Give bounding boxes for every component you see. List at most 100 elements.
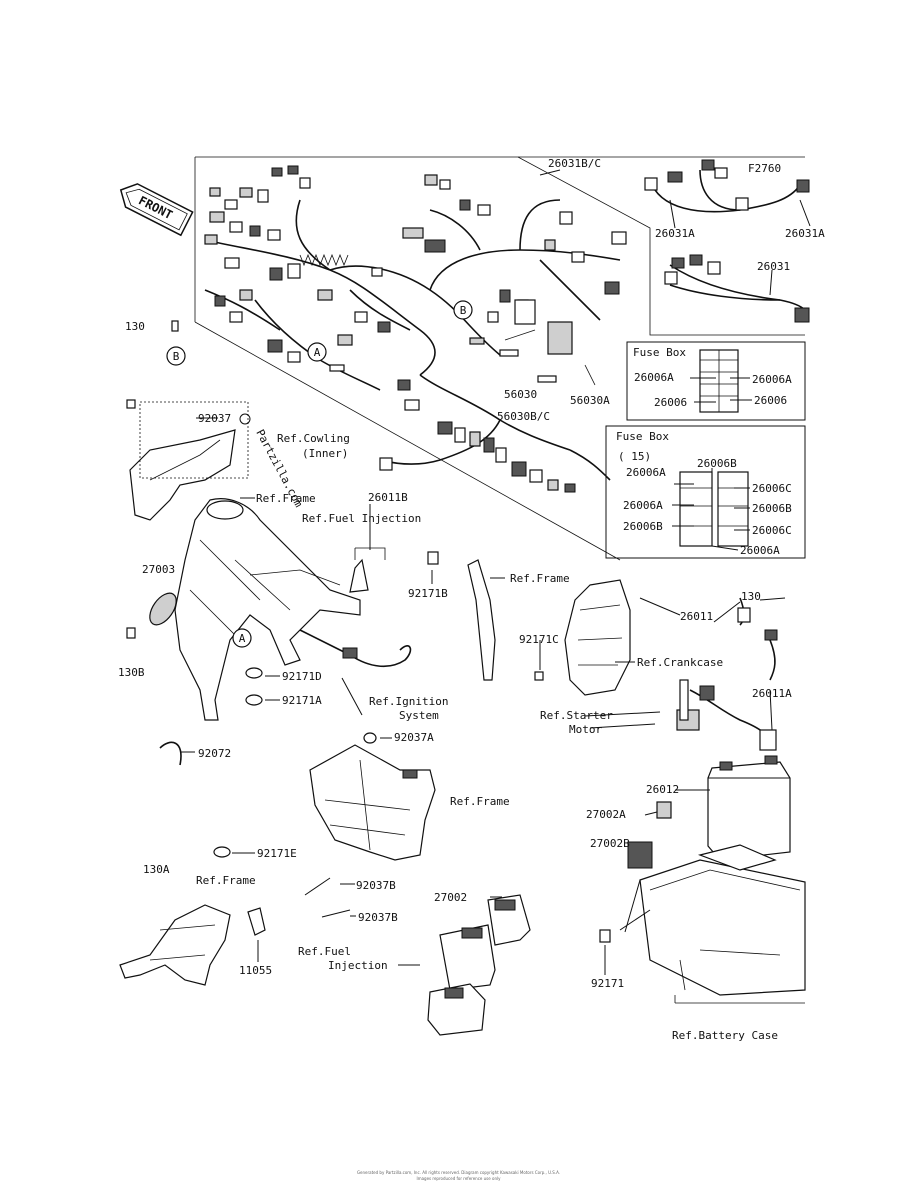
fusebox-1-right-a: 26006A [752,373,792,386]
label-ref-fuel-1: Ref.Fuel [298,945,351,958]
label-92171B: 92171B [408,587,448,600]
bolt-130B-icon [126,627,136,639]
circle-marker-a: A [307,342,327,362]
label-ref-cowling: Ref.Cowling [277,432,350,445]
fusebox-2-labels: Fuse Box ( 15) 26006A 26006B 26006A 2600… [616,430,792,557]
label-ref-starter: Ref.Starter [540,709,613,722]
footer-line-1: Generated by Partzilla.com, Inc. All rig… [356,1170,561,1175]
front-arrow-icon: FRONT [119,183,194,237]
battery-icon [707,755,791,861]
main-wiring-harness [204,165,627,493]
cowling-bracket [129,401,249,521]
clamp-92171-icon [599,929,611,943]
label-F2760: F2760 [748,162,781,175]
battery-case [639,844,806,1004]
label-ref-frame-3: Ref.Frame [450,795,510,808]
clamp-92171B-icon [427,551,439,565]
label-26012: 26012 [646,783,679,796]
harness-panel [194,156,805,561]
label-27002A: 27002A [586,808,626,821]
label-92171C: 92171C [519,633,559,646]
bolt-130-icon [171,320,179,332]
label-26011: 26011 [680,610,713,623]
leader-lines [180,169,811,975]
label-ref-ignition-system: System [399,709,439,722]
label-130-right: 130 [741,590,761,603]
crankcase-part [564,579,631,696]
label-ref-frame-4: Ref.Frame [196,874,256,887]
fusebox-2-bottom: 26006A [740,544,780,557]
bracket-26011B [349,547,386,593]
label-26011B: 26011B [368,491,408,504]
fusebox-1-right-b: 26006 [754,394,787,407]
label-26031: 26031 [757,260,790,273]
fusebox-1-left-b: 26006 [654,396,687,409]
label-27002: 27002 [434,891,467,904]
starter-wiring [676,597,778,751]
label-92171: 92171 [591,977,624,990]
label-ref-battery-case: Ref.Battery Case [672,1029,778,1042]
footer-line-2: Images reproduced for reference use only [416,1176,501,1181]
fusebox-1-title: Fuse Box [633,346,686,359]
label-130-top: 130 [125,320,145,333]
ignition-lead [299,629,412,668]
fuse-box-2 [605,425,806,559]
label-56030A: 56030A [570,394,610,407]
fuse-box-1 [626,341,806,421]
label-26031BC: 26031B/C [548,157,601,170]
clamp-92171D-icon [245,667,263,679]
label-26031A-left: 26031A [655,227,695,240]
label-26011A: 26011A [752,687,792,700]
fusebox-2-sub: ( 15) [618,450,651,463]
fusebox-2-t1: 26006B [697,457,737,470]
svg-text:B: B [460,304,467,317]
label-ref-cowling-inner: (Inner) [302,447,348,460]
label-26031A-right: 26031A [785,227,825,240]
relay-56030-icon [514,299,536,325]
part-27002B-icon [627,841,653,869]
part-27002A-icon [656,801,672,819]
grommet-92037A-icon [363,732,377,744]
clip-icon [126,399,136,409]
callout-labels: 26031B/C F2760 26031A 26031A 26031 130 9… [118,157,825,1042]
label-27002B: 27002B [590,837,630,850]
fusebox-2-r3: 26006C [752,524,792,537]
fusebox-2-r2: 26006B [752,502,792,515]
ecu-27002 [427,894,531,1036]
label-92072: 92072 [198,747,231,760]
fusebox-2-l1: 26006A [626,466,666,479]
svg-text:B: B [173,350,180,363]
circle-marker-b2: B [453,300,473,320]
frame-assembly [174,498,361,721]
label-92037B-1: 92037B [356,879,396,892]
label-ref-ignition: Ref.Ignition [369,695,448,708]
label-56030BC: 56030B/C [497,410,550,423]
label-130A: 130A [143,863,170,876]
relay-box-icon [547,321,573,355]
harness-coil [299,253,349,267]
fusebox-2-l2: 26006A [623,499,663,512]
label-ref-crankcase: Ref.Crankcase [637,656,723,669]
svg-text:A: A [314,346,321,359]
label-56030: 56030 [504,388,537,401]
label-92037B-2: 92037B [358,911,398,924]
label-92171D: 92171D [282,670,322,683]
fusebox-2-r1: 26006C [752,482,792,495]
frame-tray [309,744,436,861]
label-ref-fuel-injection-2: Injection [328,959,388,972]
band-92072-icon [159,741,182,766]
lower-bracket [119,904,266,986]
frame-bracket [467,559,496,681]
svg-text:A: A [239,632,246,645]
clamp-92171E-icon [213,846,231,858]
fusebox-1-labels: Fuse Box 26006A 26006 26006A 26006 [633,346,792,409]
fusebox-2-l3: 26006B [623,520,663,533]
clamp-92171A-icon [245,694,263,706]
sub-harness-26031 [644,159,810,323]
circle-marker-b: B [166,346,186,366]
label-92037: 92037 [198,412,231,425]
fusebox-1-left-a: 26006A [634,371,674,384]
label-ref-frame-1: Ref.Frame [256,492,316,505]
fusebox-2-title: Fuse Box [616,430,669,443]
